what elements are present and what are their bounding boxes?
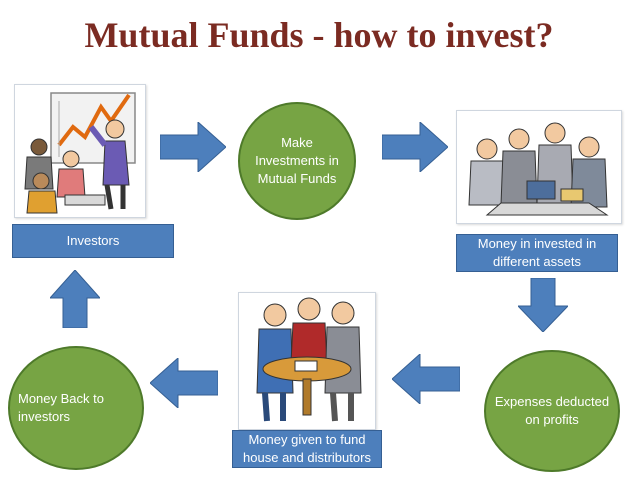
page-title: Mutual Funds - how to invest? (84, 15, 554, 55)
fund-house-clipart (238, 292, 376, 430)
money-invested-label: Money in invested in different assets (477, 236, 597, 269)
left-arrow-icon (150, 358, 218, 408)
investors-label: Investors (66, 233, 120, 248)
fund-house-illustration (256, 297, 362, 422)
business-meeting-illustration (468, 122, 609, 216)
business-meeting-clipart (456, 110, 622, 224)
up-arrow-icon (50, 270, 100, 328)
down-arrow-icon (518, 278, 568, 332)
money-back-circle: Money Back to investors (8, 346, 144, 470)
make-investments-label: Make Investments in Mutual Funds (255, 135, 339, 186)
expenses-circle: Expenses deducted on profits (484, 350, 620, 472)
investors-illustration (24, 92, 136, 214)
right-arrow-icon (160, 122, 226, 172)
money-back-label: Money Back to investors (18, 391, 104, 424)
expenses-label: Expenses deducted on profits (494, 394, 610, 427)
investors-box: Investors (12, 224, 174, 258)
money-given-label: Money given to fund house and distributo… (243, 432, 371, 465)
left-arrow-icon (392, 354, 460, 404)
money-invested-box: Money in invested in different assets (456, 234, 618, 272)
right-arrow-icon (382, 122, 448, 172)
money-given-box: Money given to fund house and distributo… (232, 430, 382, 468)
investors-clipart (14, 84, 146, 218)
make-investments-circle: Make Investments in Mutual Funds (238, 102, 356, 220)
